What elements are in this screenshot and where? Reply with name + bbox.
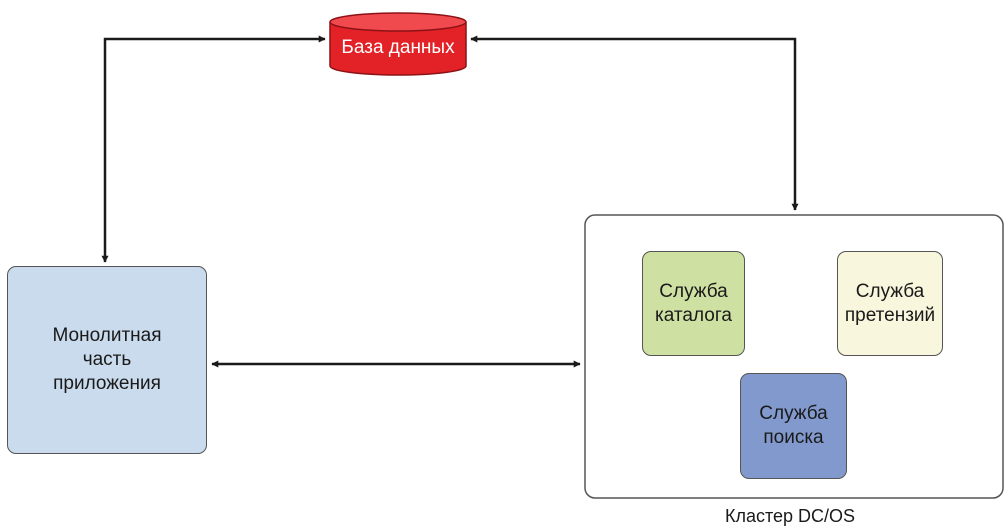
arrow-database-cluster: [470, 35, 799, 211]
claims-service-label: Служба претензий: [844, 280, 936, 326]
search-service-label: Служба поиска: [759, 403, 828, 448]
database-cylinder: [329, 12, 467, 76]
monolith-label: Монолитная часть приложения: [52, 325, 162, 394]
claims-service-box: Служба претензий: [837, 251, 943, 356]
monolith-box: Монолитная часть приложения: [7, 266, 207, 454]
search-service-box: Служба поиска: [740, 373, 847, 479]
arrow-monolith-database: [101, 35, 326, 263]
catalog-service-label: Служба каталога: [655, 280, 732, 326]
catalog-service-box: Служба каталога: [642, 251, 745, 356]
cluster-label: Кластер DC/OS: [724, 506, 856, 526]
database-label: База данных: [341, 37, 455, 58]
